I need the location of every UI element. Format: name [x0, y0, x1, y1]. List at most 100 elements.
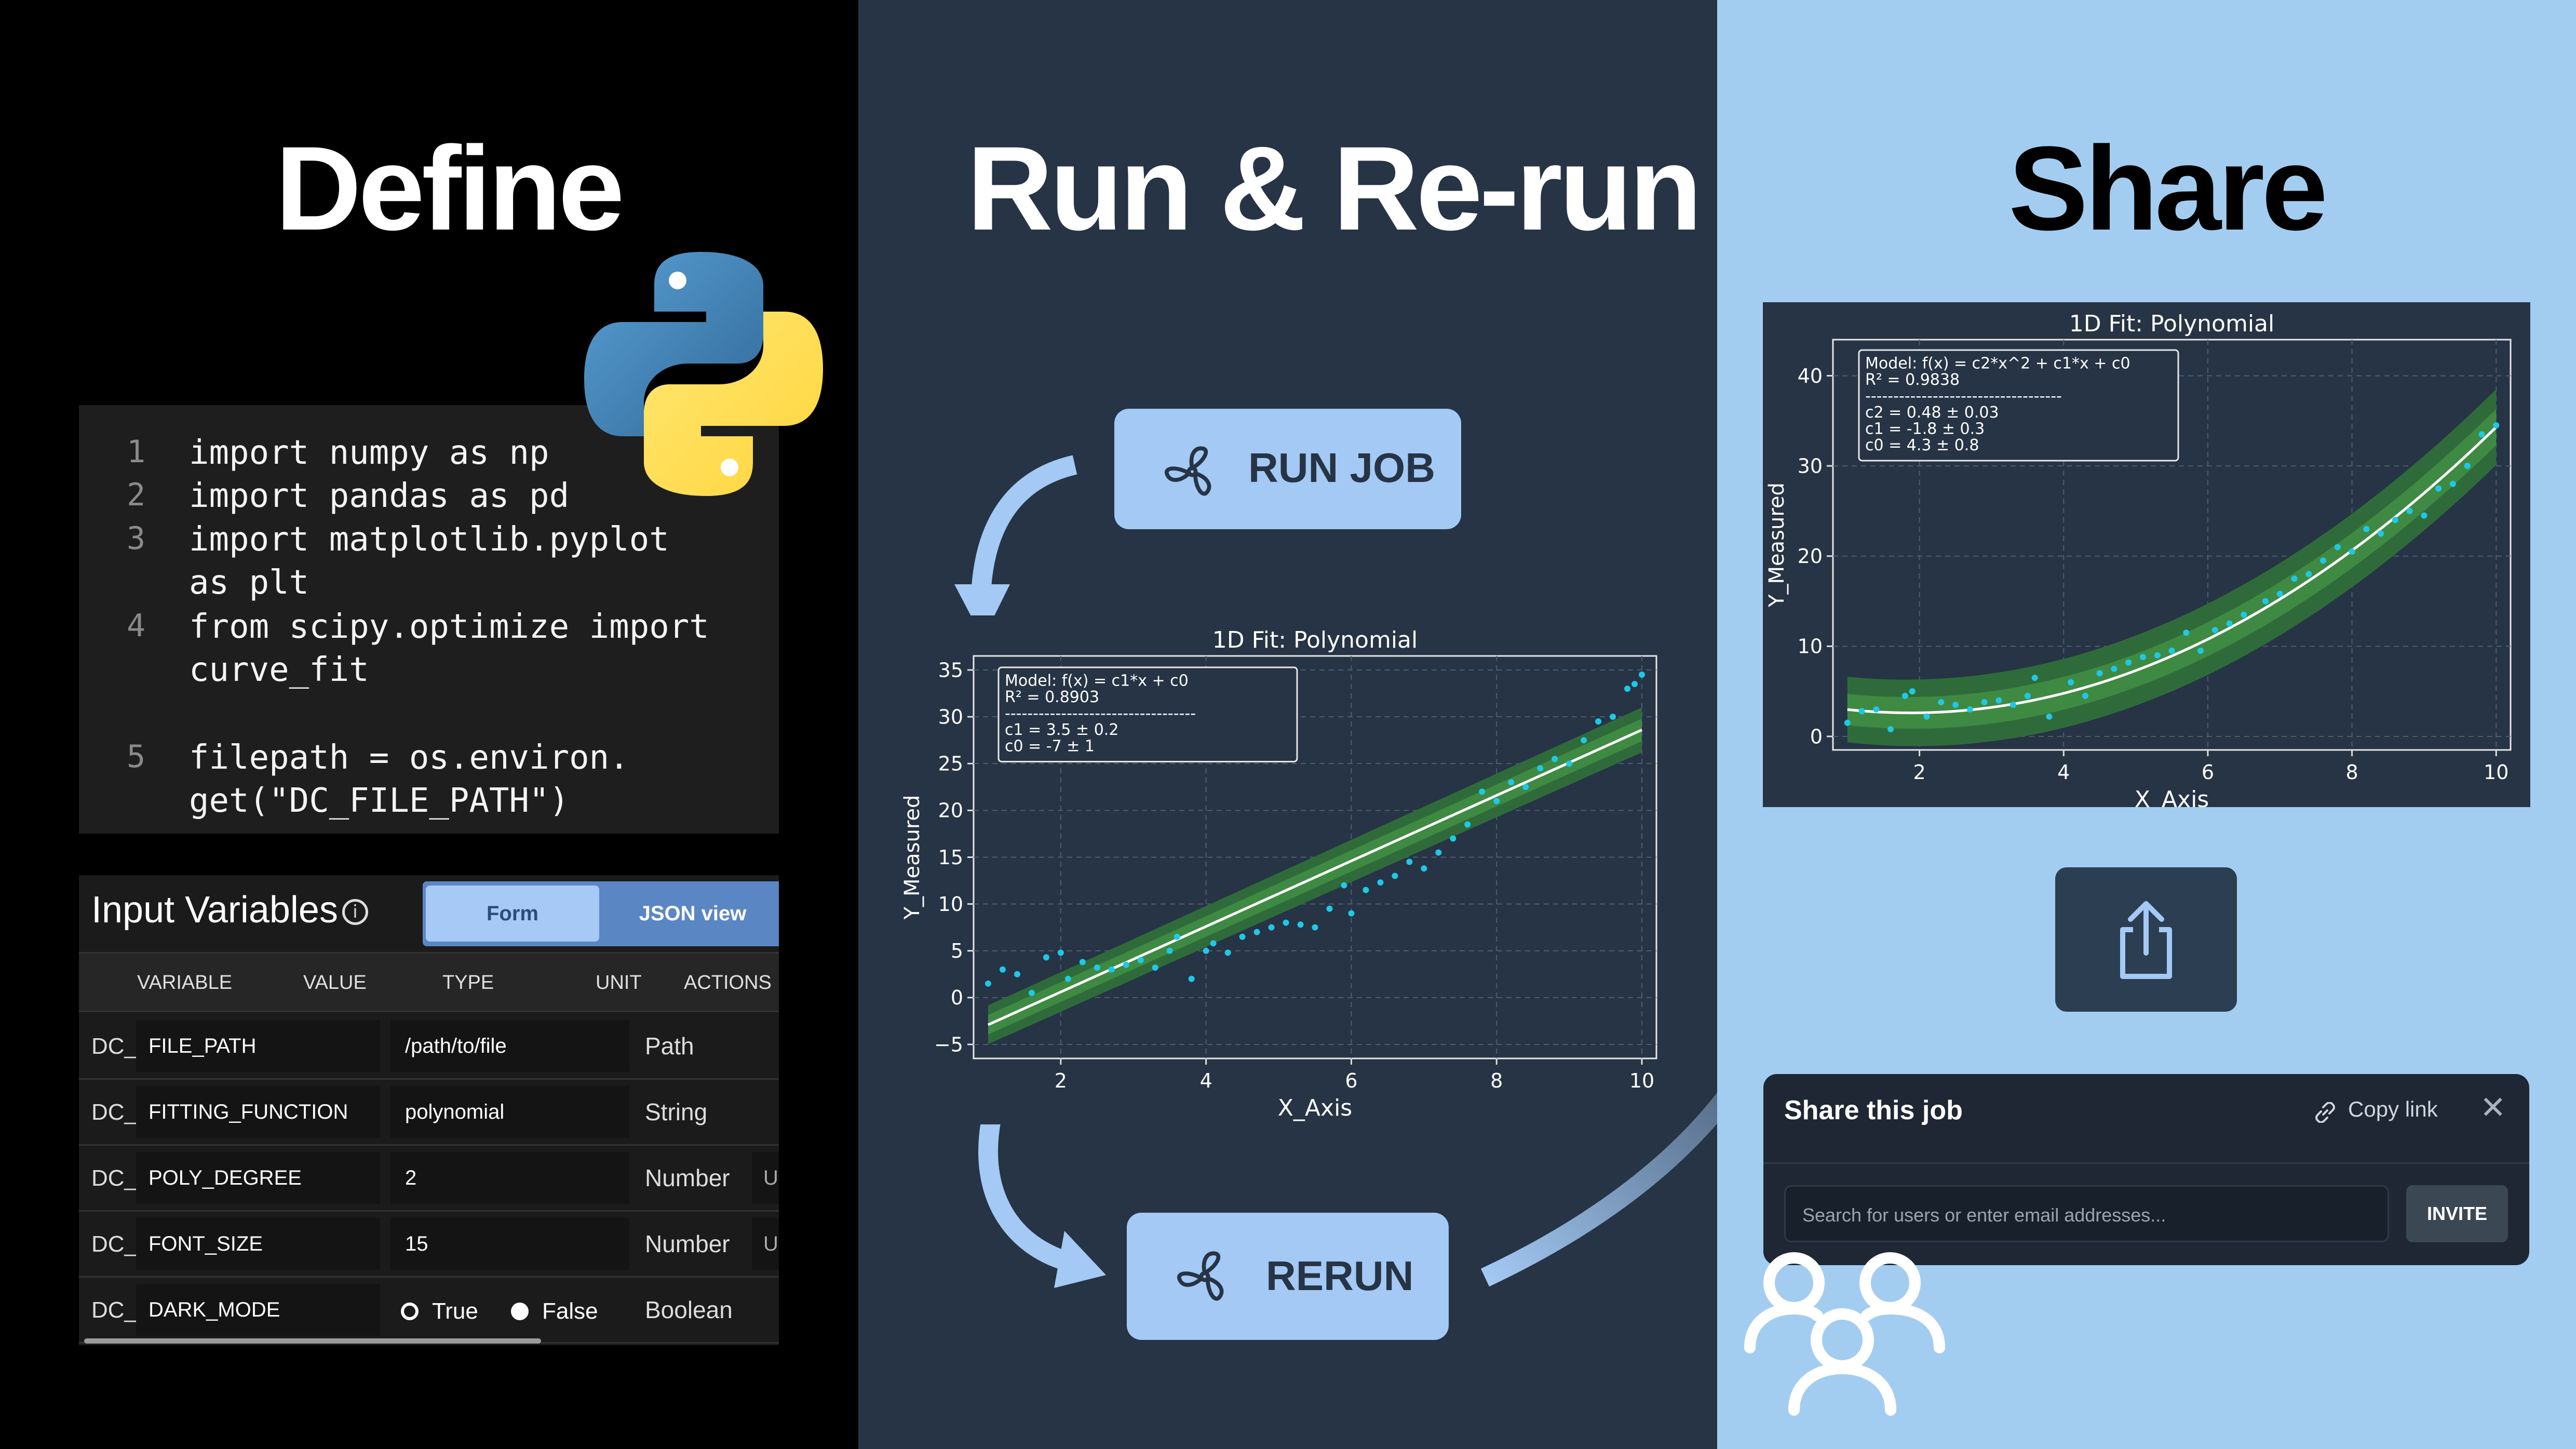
variable-type[interactable]: Number: [645, 1164, 730, 1191]
data-point: [1952, 702, 1959, 708]
invite-button[interactable]: INVITE: [2406, 1185, 2508, 1242]
line-number: 4: [127, 608, 146, 644]
variable-value-field[interactable]: 2: [390, 1152, 629, 1204]
variable-value-field[interactable]: polynomial: [390, 1086, 629, 1138]
data-point: [1901, 692, 1908, 699]
data-point: [1377, 879, 1384, 886]
data-point: [1363, 887, 1369, 893]
data-point: [1450, 835, 1456, 842]
annotation-line: c1 = -1.8 ± 0.3: [1865, 420, 1985, 438]
fan-icon: [1165, 446, 1211, 496]
data-point: [1079, 959, 1086, 965]
annotation-line: Model: f(x) = c2*x^2 + c1*x + c0: [1865, 355, 2130, 373]
data-point: [1421, 865, 1427, 872]
annotation-separator: ----------------------------------: [1005, 705, 1196, 723]
variable-unit-field[interactable]: U: [752, 1152, 779, 1204]
annotation-separator: -----------------------------------: [1865, 387, 2062, 406]
data-point: [1348, 910, 1355, 917]
fit-line: [987, 729, 1643, 1026]
data-point: [2320, 557, 2327, 564]
data-point: [2197, 648, 2204, 654]
data-point: [1108, 966, 1115, 973]
share-button[interactable]: [2055, 867, 2237, 1012]
code-line: curve_fit: [189, 651, 369, 689]
y-tick-label: 0: [1810, 725, 1823, 748]
rerun-button[interactable]: RERUN: [1127, 1213, 1449, 1340]
arrowhead: [1054, 1231, 1106, 1288]
variable-type[interactable]: Boolean: [645, 1296, 733, 1323]
variable-name-field[interactable]: FONT_SIZE: [136, 1218, 380, 1270]
data-point: [2111, 665, 2118, 672]
view-tabs: Form JSON view: [423, 881, 779, 946]
variable-prefix: DC_: [91, 1099, 138, 1125]
share-dialog: Share this job Copy link ✕ Search for us…: [1763, 1074, 2529, 1265]
x-tick-label: 10: [1629, 1069, 1654, 1092]
share-heading: Share: [2008, 122, 2328, 255]
data-point: [2305, 571, 2312, 578]
data-point: [1873, 706, 1880, 713]
variable-prefix: DC_: [91, 1165, 138, 1191]
data-point: [1166, 947, 1173, 954]
data-point: [2363, 526, 2370, 532]
data-point: [2291, 575, 2298, 582]
horizontal-scrollbar[interactable]: [84, 1338, 541, 1344]
x-axis-label: X_Axis: [2135, 786, 2209, 807]
radio-true[interactable]: [401, 1303, 419, 1320]
y-axis-label: Y_Measured: [900, 795, 924, 920]
column-header: VALUE: [303, 972, 367, 994]
share-upload-icon: [2120, 901, 2172, 979]
data-point: [2421, 512, 2427, 519]
variable-type[interactable]: String: [645, 1098, 708, 1125]
variable-name-field[interactable]: DARK_MODE: [136, 1284, 380, 1336]
radio-false-label: False: [542, 1298, 598, 1324]
data-point: [2183, 629, 2190, 636]
x-tick-label: 4: [2057, 761, 2070, 784]
variable-value-field[interactable]: /path/to/file: [390, 1020, 629, 1072]
share-search-input[interactable]: Search for users or enter email addresse…: [1784, 1185, 2389, 1242]
close-icon[interactable]: ✕: [2480, 1090, 2506, 1126]
variable-value-field[interactable]: 15: [390, 1218, 629, 1270]
copy-link-label: Copy link: [2348, 1097, 2438, 1121]
tab-form[interactable]: Form: [426, 886, 599, 942]
variable-name-field[interactable]: POLY_DEGREE: [136, 1152, 380, 1204]
x-tick-label: 10: [2484, 761, 2508, 784]
code-line: as plt: [189, 564, 309, 602]
variable-name-field[interactable]: FITTING_FUNCTION: [136, 1086, 380, 1138]
variable-type[interactable]: Number: [645, 1230, 730, 1257]
data-point: [1392, 873, 1398, 879]
data-point: [1312, 924, 1318, 931]
data-point: [1435, 849, 1442, 856]
run-job-button[interactable]: RUN JOB: [1114, 409, 1461, 529]
python-logo-icon: [584, 252, 823, 496]
data-point: [1341, 882, 1347, 889]
data-point: [2082, 692, 2088, 699]
data-point: [1406, 858, 1413, 865]
data-point: [2334, 544, 2341, 551]
variable-type[interactable]: Path: [645, 1032, 694, 1059]
data-point: [1581, 737, 1587, 744]
tab-json-view[interactable]: JSON view: [639, 902, 747, 925]
data-point: [1057, 949, 1064, 956]
data-point: [1887, 726, 1894, 733]
y-tick-label: 5: [951, 940, 963, 962]
fan-icon: [1177, 1251, 1224, 1301]
radio-false[interactable]: [511, 1303, 529, 1320]
line-number: 1: [127, 434, 146, 470]
x-axis-label: X_Axis: [1278, 1095, 1352, 1121]
data-point: [1203, 947, 1209, 954]
rerun-label: RERUN: [1266, 1253, 1414, 1299]
variable-unit-field[interactable]: U: [752, 1218, 779, 1270]
data-point: [2241, 611, 2247, 618]
data-point: [2010, 702, 2017, 708]
y-tick-label: 25: [938, 753, 963, 775]
x-tick-label: 8: [1490, 1069, 1503, 1092]
info-icon[interactable]: i: [342, 899, 368, 925]
data-point: [1064, 975, 1071, 982]
data-point: [1995, 697, 2002, 704]
variable-name-field[interactable]: FILE_PATH: [136, 1020, 380, 1072]
